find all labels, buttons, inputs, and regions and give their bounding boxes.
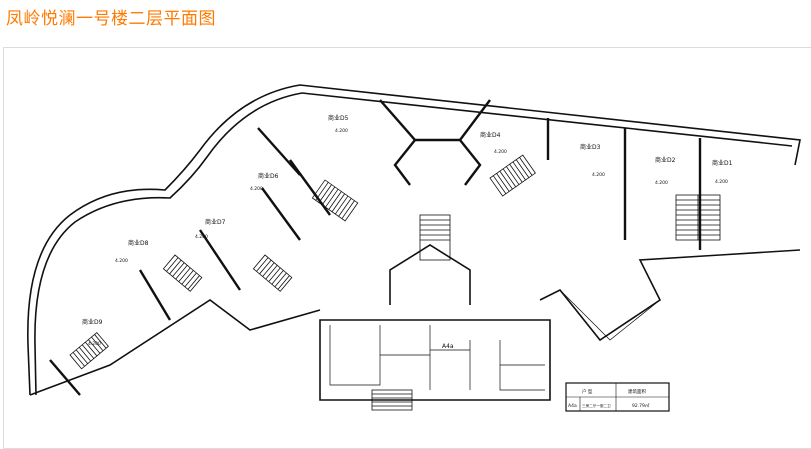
room-label-d5: 商业D5 bbox=[328, 114, 349, 122]
room-label-d6: 商业D6 bbox=[258, 172, 279, 180]
elevation-d7: 4.200 bbox=[195, 234, 208, 240]
interior-partitions bbox=[329, 289, 661, 391]
room-label-d7: 商业D7 bbox=[205, 218, 226, 226]
page-title: 凤岭悦澜一号楼二层平面图 bbox=[6, 9, 216, 29]
room-label-d3: 商业D3 bbox=[580, 143, 601, 151]
room-label-d4: 商业D4 bbox=[480, 131, 501, 139]
legend-layout: 三房二厅一厨二卫 bbox=[582, 403, 611, 408]
legend-area-value: 92.79㎡ bbox=[632, 402, 650, 409]
room-label-d1: 商业D1 bbox=[712, 159, 733, 167]
elevation-d6: 4.200 bbox=[250, 186, 263, 192]
room-label-d2: 商业D2 bbox=[655, 156, 676, 164]
elevation-d1: 4.200 bbox=[715, 179, 728, 185]
elevation-d4: 4.200 bbox=[494, 149, 507, 155]
core-walls bbox=[49, 99, 702, 396]
legend-header-area: 建筑面积 bbox=[628, 388, 646, 395]
legend-table: 户 型 建筑面积 A4a 三房二厅一厨二卫 92.79㎡ bbox=[565, 382, 670, 412]
legend-unit: A4a bbox=[568, 403, 577, 409]
elevation-d8: 4.200 bbox=[115, 258, 128, 264]
room-labels: 商业D5 4.200 商业D4 4.200 商业D3 4.200 商业D2 4.… bbox=[82, 114, 733, 350]
room-label-d8: 商业D8 bbox=[128, 239, 149, 247]
floor-plan: 商业D5 4.200 商业D4 4.200 商业D3 4.200 商业D2 4.… bbox=[27, 84, 801, 412]
elevation-d5: 4.200 bbox=[335, 128, 348, 134]
elevation-d2: 4.200 bbox=[655, 180, 668, 186]
elevation-d9: 4.200 bbox=[88, 341, 101, 347]
elevation-d3: 4.200 bbox=[592, 172, 605, 178]
unit-label: A4a bbox=[442, 343, 454, 350]
legend-header-type: 户 型 bbox=[582, 388, 593, 395]
room-label-d9: 商业D9 bbox=[82, 318, 103, 326]
stairs bbox=[69, 154, 721, 411]
